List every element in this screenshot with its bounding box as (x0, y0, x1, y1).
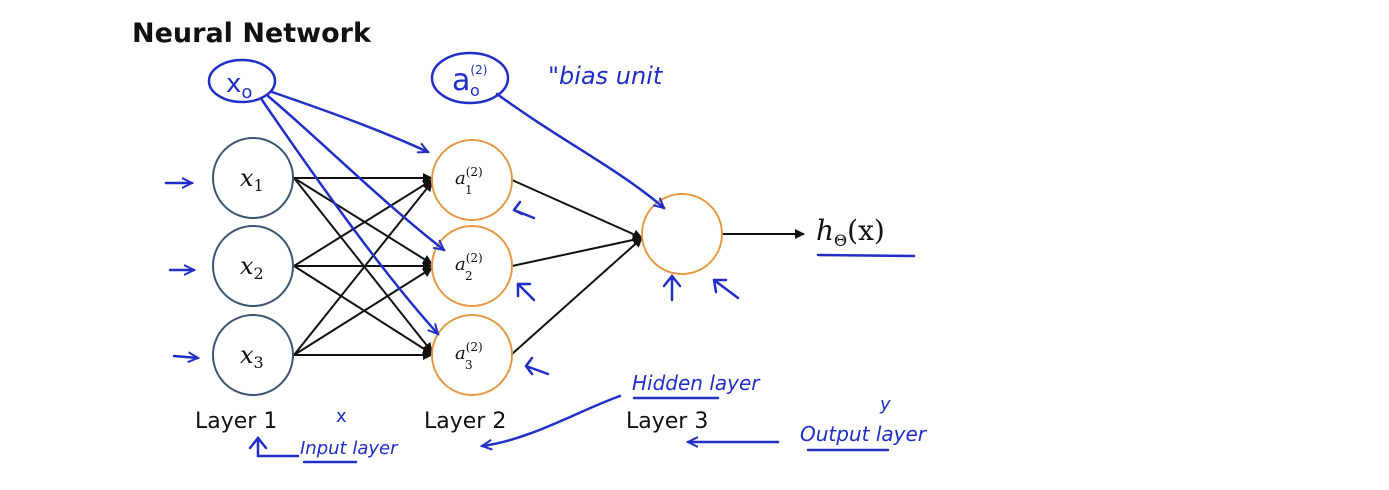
bias-arrow-a3 (260, 98, 438, 334)
bias-input-label: xo (226, 69, 252, 103)
input-node-x1: x1 (212, 137, 294, 219)
bias-hidden-sub: o (470, 81, 480, 100)
layer-2-label: Layer 2 (424, 409, 506, 434)
node-sub: 2 (254, 264, 264, 283)
node-sup: (2) (466, 165, 483, 179)
connection-a2-out (511, 235, 643, 267)
bias-hidden-circle (430, 51, 510, 105)
bias-input-circle (207, 58, 277, 104)
svg-text:x1: x1 (240, 164, 264, 195)
svg-text:x2: x2 (240, 252, 264, 283)
svg-text:a(2): a(2) (455, 340, 483, 364)
svg-text:x3: x3 (240, 341, 264, 372)
diagram-title: Neural Network (132, 18, 371, 49)
bias-arrow-a1 (270, 90, 428, 152)
output-arg: (x) (847, 214, 885, 247)
connection-x2-a3 (293, 265, 433, 355)
node-sub: 2 (465, 269, 473, 283)
hidden-layer: a(2) 1 a(2) 2 a(2) 3 (431, 139, 513, 396)
connection-x3-a1 (293, 181, 433, 356)
output-marker-left (662, 273, 682, 302)
node-var: a (455, 254, 466, 275)
svg-text:a(2): a(2) (455, 251, 483, 275)
bias-unit-note: "bias unit (548, 62, 664, 90)
hidden-node-a1: a(2) 1 (431, 139, 513, 221)
bias-input-sub: o (241, 82, 252, 103)
output-h: h (816, 214, 834, 247)
handwritten-annotations (164, 51, 916, 464)
bias-input-var: x (226, 69, 241, 99)
hidden-node-a3: a(2) 3 (431, 314, 513, 396)
input-layer: x1 x2 x3 (212, 137, 294, 396)
output-y-mark: y (879, 394, 891, 415)
input-layer-arrowhead (248, 435, 268, 450)
node-sup: (2) (466, 251, 483, 265)
bias-arrow-a2 (266, 94, 444, 250)
bias-hidden-sup: (2) (470, 63, 487, 77)
input-to-hidden-connections (293, 173, 433, 360)
connection-a3-out (511, 237, 643, 355)
connection-x2-a1 (293, 179, 433, 267)
bias-hidden-label: a(2) (452, 63, 487, 98)
node-var: x (240, 252, 254, 280)
input-x-mark: x (336, 406, 347, 427)
connection-x3-a2 (293, 267, 433, 356)
node-var: x (240, 341, 254, 369)
connection-x1-a2 (293, 177, 433, 265)
output-expression: hΘ(x) (816, 214, 885, 250)
node-var: a (455, 168, 466, 189)
hidden-layer-arrow (482, 394, 622, 446)
layer-3-label: Layer 3 (626, 409, 708, 434)
node-sub: 1 (254, 176, 264, 195)
input-layer-note: Input layer (300, 438, 399, 459)
connection-a1-out (511, 179, 643, 239)
node-sub: 3 (465, 358, 473, 372)
output-node (641, 193, 723, 275)
node-var: a (455, 343, 466, 364)
hidden-a1-marker (512, 200, 536, 220)
output-sub: Θ (834, 231, 847, 250)
output-layer-note: Output layer (800, 422, 928, 446)
output-underline (816, 253, 916, 258)
hidden-layer-note: Hidden layer (632, 371, 761, 395)
node-sup: (2) (466, 340, 483, 354)
node-var: x (240, 164, 254, 192)
hidden-node-a2: a(2) 2 (431, 225, 513, 307)
bias-hidden-var: a (452, 63, 470, 98)
hidden-a3-marker (524, 356, 550, 376)
hidden-a2-marker (516, 282, 536, 302)
input-node-x2: x2 (212, 225, 294, 307)
svg-text:a(2): a(2) (455, 165, 483, 189)
input-node-x3: x3 (212, 314, 294, 396)
node-sub: 3 (254, 353, 264, 372)
bias-arrow-output (495, 92, 664, 208)
output-marker-right (712, 278, 740, 300)
node-sub: 1 (465, 183, 473, 197)
input-arrow-x3 (172, 356, 198, 358)
layer-1-label: Layer 1 (195, 409, 277, 434)
hidden-to-output-connections (511, 179, 805, 355)
input-layer-arrow (256, 438, 300, 458)
